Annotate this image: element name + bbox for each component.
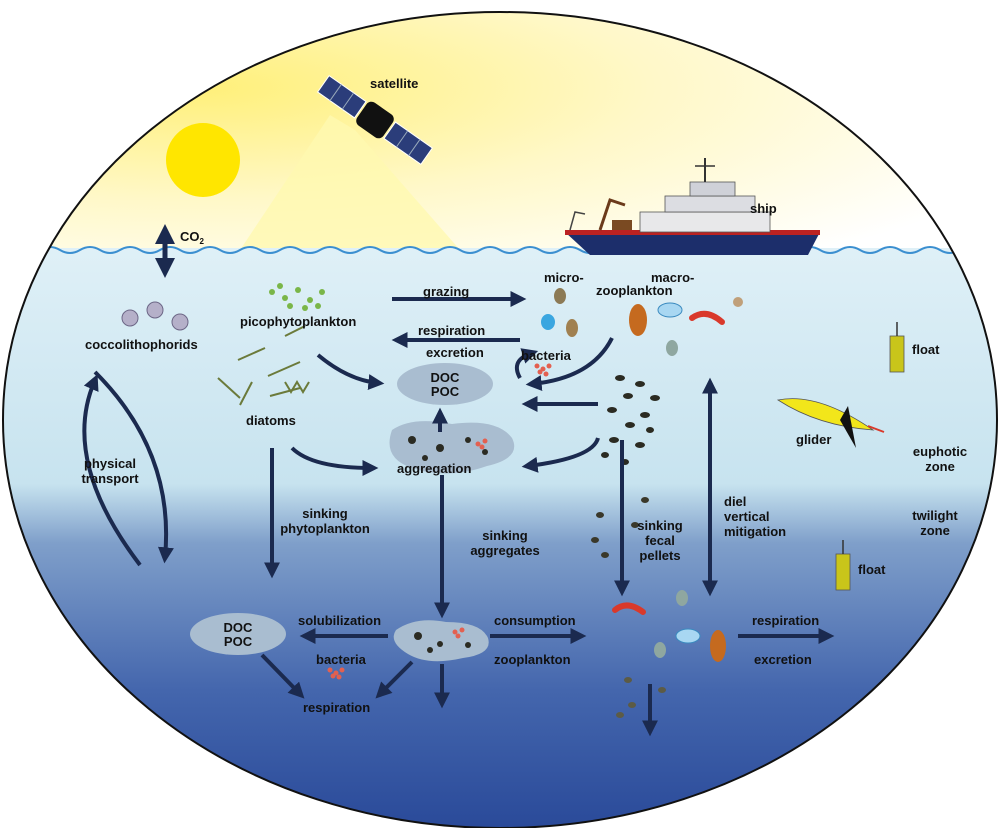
deep-aggregate-icon: [393, 620, 489, 662]
arrow-diatoms-to-agg: [290, 446, 379, 476]
bacteria-bottom-label: bacteria: [316, 652, 366, 667]
scene-border: [2, 11, 998, 828]
consumption-label: consumption: [494, 613, 576, 628]
solubilization-label: solubilization: [298, 613, 382, 628]
picophytoplankton-label: picophytoplankton: [240, 314, 357, 329]
satellite-label: satellite: [370, 76, 419, 91]
glider-label: glider: [796, 432, 832, 447]
doc-bottom-label: DOC: [223, 620, 253, 635]
arrow-physical-up: [82, 374, 142, 567]
euphotic-label-1: euphotic: [912, 444, 968, 459]
arrow-agg-to-respiration: [375, 660, 414, 699]
arrow-pico-to-doc: [316, 353, 385, 391]
sinking-fecal-label-1: sinking: [637, 518, 683, 533]
float-bottom-icon: [835, 540, 851, 591]
twilight-label-1: twilight: [912, 508, 958, 523]
euphotic-label-2: zone: [925, 459, 955, 474]
picophytoplankton-icon: [269, 283, 325, 311]
flow-arrows: [82, 291, 835, 737]
ship-label: ship: [750, 201, 777, 216]
macro-label: macro-: [651, 270, 695, 285]
doc-top-label: DOC: [430, 370, 460, 385]
bacteria-bottom-icon: [327, 667, 345, 680]
arrow-doc-to-respiration: [260, 653, 305, 699]
arrow-bacteria: [515, 348, 539, 379]
co2-text: CO: [180, 229, 200, 244]
aggregation-label: aggregation: [397, 461, 472, 476]
grazing-label: grazing: [423, 284, 470, 299]
excretion-top-label: excretion: [426, 345, 484, 360]
sun-icon: [166, 123, 240, 197]
doc-poc-pool-bottom: [190, 613, 286, 655]
transport-label: transport: [81, 471, 139, 486]
diel-label-3: mitigation: [724, 524, 787, 539]
sinking-fecal-label-3: pellets: [639, 548, 681, 563]
sinking-fecal-label-2: fecal: [645, 533, 675, 548]
bacteria-top-label: bacteria: [521, 348, 571, 363]
co2-subscript: 2: [199, 237, 204, 246]
zooplankton-bottom-label: zooplankton: [494, 652, 571, 667]
sinking-aggregates-label-1: sinking: [482, 528, 528, 543]
zooplankton-top-label: zooplankton: [596, 283, 673, 298]
excretion-bottom-right-label: excretion: [754, 652, 812, 667]
deep-fecal-pellets-icon: [616, 677, 666, 718]
micro-label: micro-: [544, 270, 584, 285]
diatoms-label: diatoms: [246, 413, 296, 428]
arrow-physical-down: [93, 370, 174, 564]
arrow-pellets-to-agg: [521, 437, 600, 473]
doc-poc-pool-top: [397, 363, 493, 405]
poc-bottom-label: POC: [223, 634, 253, 649]
aggregate-icon: [389, 421, 515, 474]
float-top-icon: [889, 322, 905, 373]
deep-zooplankton-icon: [612, 590, 726, 662]
diel-label-2: vertical: [724, 509, 770, 524]
poc-top-label: POC: [430, 384, 460, 399]
bacteria-top-icon: [534, 363, 552, 377]
sinking-aggregates-label-2: aggregates: [470, 543, 540, 558]
arrow-zoo-to-doc: [525, 337, 614, 392]
sinking-phyto-label-2: phytoplankton: [280, 521, 370, 536]
respiration-bottom-left-label: respiration: [303, 700, 371, 715]
physical-label: physical: [83, 456, 137, 471]
sinking-phyto-label-1: sinking: [302, 506, 348, 521]
coccolithophorids-icon: [121, 301, 189, 331]
satellite-icon: [316, 74, 434, 166]
twilight-label-2: zone: [920, 523, 950, 538]
coccolithophorids-label: coccolithophorids: [85, 337, 198, 352]
diatoms-icon: [217, 325, 310, 406]
co2-label: CO2: [180, 229, 204, 249]
respiration-bottom-right-label: respiration: [752, 613, 820, 628]
zooplankton-icon: [541, 288, 743, 356]
float-top-label: float: [912, 342, 940, 357]
diel-label-1: diel: [724, 494, 747, 509]
ship-icon: [565, 158, 820, 255]
float-bottom-label: float: [858, 562, 886, 577]
glider-icon: [776, 398, 885, 448]
satellite-beam: [240, 115, 460, 250]
sky: [3, 12, 997, 250]
respiration-top-label: respiration: [418, 323, 486, 338]
